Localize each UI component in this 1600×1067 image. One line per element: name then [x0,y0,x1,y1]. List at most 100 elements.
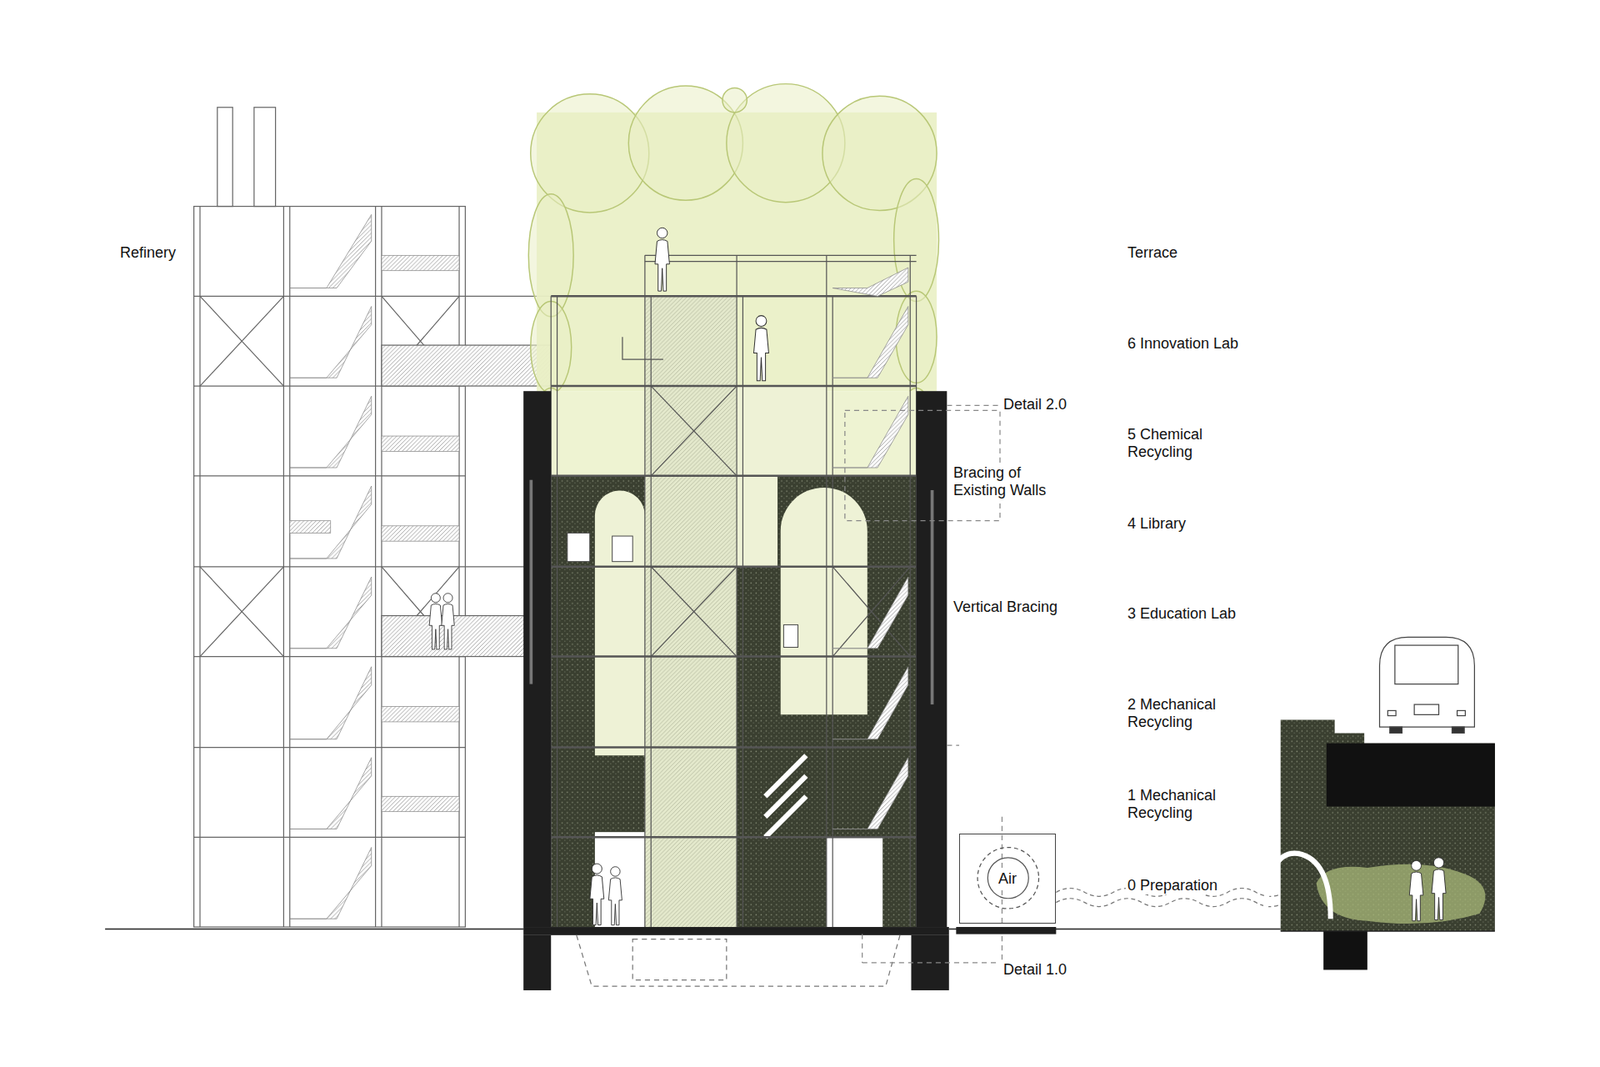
train-part [1457,710,1466,715]
person-figure-part [1409,860,1424,920]
floor-label: 2 Mechanical Recycling [1125,695,1242,731]
air-unit-part [977,847,1039,909]
detail-label: Detail 2.0 [1001,395,1069,414]
building-interior-part [612,535,633,562]
building-frame-part [650,385,910,656]
building-frame-part [825,255,827,927]
floor-label: 1 Mechanical Recycling [1125,786,1242,822]
refinery-stairs-part [290,520,331,534]
wall-texture-part [530,480,534,685]
refinery-stairs-part [290,395,372,468]
refinery-stairs-part [381,525,460,541]
ground-line-part [1280,930,1495,931]
building-interior-part [595,490,645,756]
building-frame [550,255,916,927]
building-stairs-part [832,395,909,468]
building-frame-part [735,255,737,927]
person-figure-part [441,593,455,650]
station-building-part [1280,719,1495,930]
station-building-part [1316,864,1486,924]
existing-wall-part [916,390,948,927]
ground-line-part [949,928,1281,930]
person-figure-part [655,227,670,291]
air-unit-box: Air [959,833,1056,924]
building-frame-part [832,295,834,927]
station-building-part [1323,930,1368,970]
building-frame-part [910,255,911,927]
train-part [1451,726,1465,733]
building-label: Refinery [118,244,178,262]
detail-callout-part [946,405,998,406]
building-stairs-part [832,576,909,649]
station-building-part [1265,853,1330,925]
train-part [1414,704,1439,715]
refinery-stairs-part [381,435,460,451]
building-frame-part [622,336,664,360]
building-interior [550,295,916,927]
train-part [1390,726,1403,733]
refinery-frame [194,206,466,927]
building-interior-part [780,487,868,715]
building-interior-part [783,625,798,648]
person-figure-part [1431,857,1446,920]
existing-wall-part [523,935,551,990]
building-stairs-part [832,757,909,830]
foundation-outline-part [632,939,727,980]
train-part [1387,710,1396,715]
refinery-frame-part [194,565,466,567]
existing-wall-part [523,926,950,935]
building-interior-part [567,532,590,561]
existing-wall-part [523,390,551,927]
air-unit-part [955,926,1056,935]
person-figure-part [608,866,622,925]
detail-callout-part [862,961,999,963]
building-interior-part [736,385,827,476]
foundation-outline [576,935,900,986]
wall-texture [530,480,935,705]
unit-label: Air [995,870,1020,888]
floor-label: 6 Innovation Lab [1125,335,1240,353]
air-unit-part [987,857,1029,899]
building-frame-part [556,295,558,927]
train-part [1380,636,1475,727]
chimney [217,107,276,207]
building-interior-part [765,755,806,837]
refinery-frame-part [194,746,466,748]
refinery-frame-part [194,206,466,927]
building-interior-part [826,836,883,927]
refinery-stairs-part [290,666,372,740]
detail-callout-part [1001,816,1003,960]
person-figure-part [753,315,769,381]
building-frame-part [550,655,916,657]
chimney-part [254,107,276,207]
building-stairs-part [832,306,909,379]
wall-texture-part [930,490,935,705]
existing-wall [523,390,950,990]
building-frame-part [550,295,916,297]
floor-label: 4 Library [1125,515,1188,533]
refinery-frame-part [194,836,466,838]
building-stairs-part [832,666,909,740]
person-figure-part [429,593,442,650]
callout-label: Bracing of Existing Walls [951,464,1065,500]
chimney-part [217,107,233,207]
detail-label: Detail 1.0 [1001,960,1069,979]
station-building-part [1326,743,1495,807]
callout-label: Vertical Bracing [951,598,1060,616]
air-unit [955,847,1056,935]
person-figure [429,227,1446,925]
refinery-stairs-part [381,255,460,270]
building-frame-part [742,295,744,927]
detail-callout-part [946,744,960,745]
refinery-stairs-part [290,757,372,830]
train [1380,636,1475,733]
air-duct-part [1055,898,1285,907]
building-frame-part [550,835,916,838]
building-frame-part [550,745,916,748]
refinery-stairs-part [290,576,372,649]
building-frame-part [650,295,652,927]
refinery-stairs [290,214,460,919]
refinery-stairs-part [381,795,460,811]
building-frame-part [645,255,917,256]
